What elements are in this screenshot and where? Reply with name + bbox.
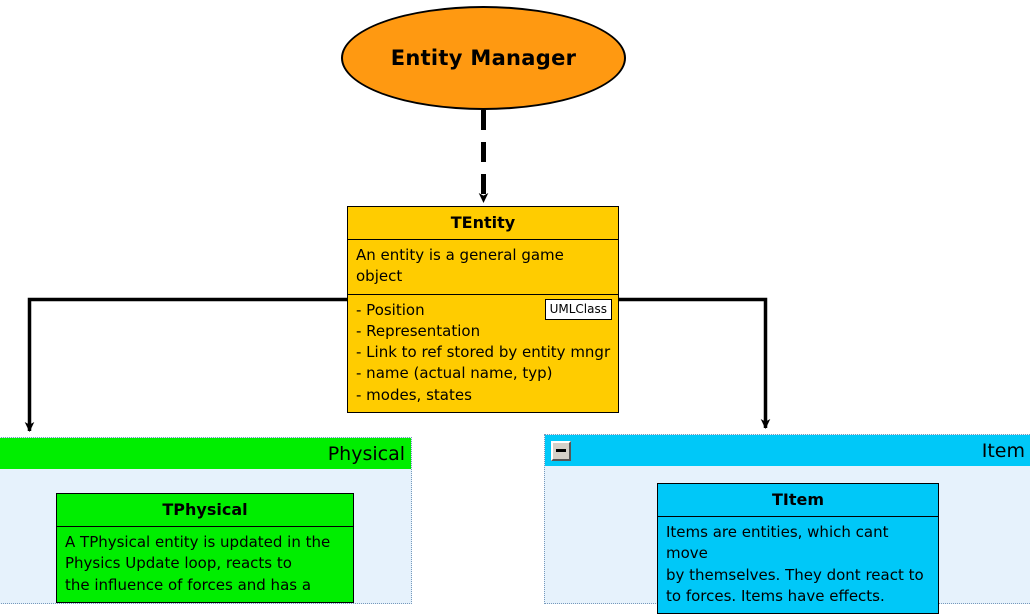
- titem-title: TItem: [658, 484, 938, 517]
- stereotype-badge[interactable]: UMLClass: [544, 298, 612, 320]
- tentity-attributes: - Position - Representation - Link to re…: [348, 295, 618, 412]
- tentity-attribute: - name (actual name, typ): [356, 364, 553, 383]
- titem-description-line: by themselves. They dont react to: [666, 565, 924, 584]
- item-package[interactable]: Item TItem Items are entities, which can…: [544, 434, 1030, 614]
- physical-package-title: Physical: [327, 442, 405, 465]
- entity-manager-label: Entity Manager: [390, 46, 577, 70]
- titem-class-box[interactable]: TItem Items are entities, which cant mov…: [657, 483, 939, 614]
- tentity-attribute: - Representation: [356, 321, 481, 340]
- tentity-class-box[interactable]: TEntity An entity is a general game obje…: [347, 206, 619, 414]
- tphysical-description-line: Physics Update loop, reacts to: [65, 554, 292, 573]
- titem-description: Items are entities, which cant move by t…: [658, 517, 938, 613]
- physical-package[interactable]: Physical TPhysical A TPhysical entity is…: [0, 437, 412, 604]
- tphysical-description-line: A TPhysical entity is updated in the: [65, 533, 331, 551]
- tphysical-description: A TPhysical entity is updated in the Phy…: [57, 527, 353, 602]
- minus-icon-bar: [556, 449, 566, 452]
- entity-manager-node[interactable]: Entity Manager: [341, 6, 626, 110]
- titem-description-line: to forces. Items have effects.: [666, 586, 885, 605]
- tentity-title: TEntity: [348, 207, 618, 240]
- titem-description-line: Items are entities, which cant move: [666, 523, 889, 563]
- tentity-attribute: - Position: [356, 300, 425, 319]
- tphysical-class-box[interactable]: TPhysical A TPhysical entity is updated …: [56, 493, 354, 603]
- tentity-attribute: - Link to ref stored by entity mngr: [356, 343, 611, 362]
- tentity-description: An entity is a general game object: [348, 240, 618, 295]
- connector-tentity-to-item: [619, 297, 771, 429]
- physical-package-header[interactable]: Physical: [0, 438, 411, 469]
- connector-tentity-to-physical: [24, 297, 347, 432]
- tentity-attribute: - modes, states: [356, 385, 472, 404]
- item-package-header[interactable]: Item: [545, 435, 1030, 466]
- tphysical-description-line: the influence of forces and has a: [65, 575, 312, 594]
- item-package-title: Item: [981, 439, 1025, 462]
- tphysical-title: TPhysical: [57, 494, 353, 527]
- minus-icon[interactable]: [551, 440, 571, 461]
